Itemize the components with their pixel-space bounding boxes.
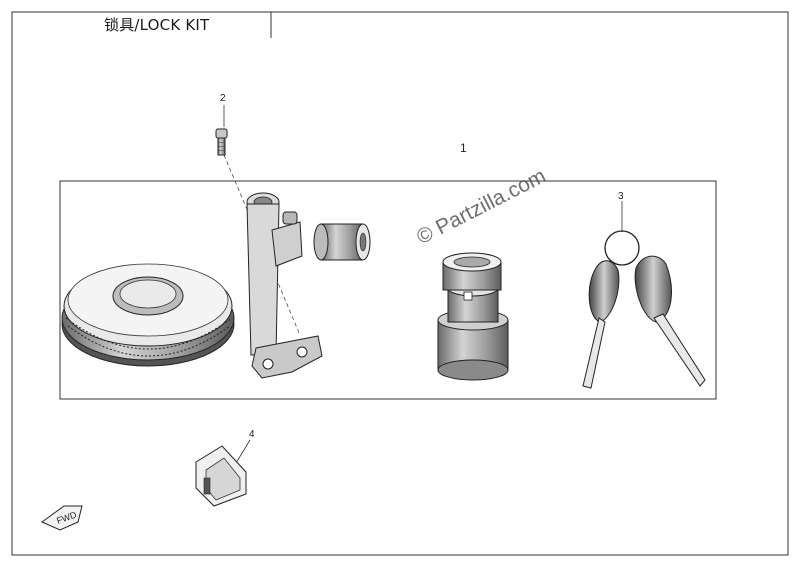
callout-4: 4: [249, 429, 255, 440]
leader-2-axis: [223, 154, 301, 336]
callout-2: 2: [220, 93, 226, 104]
ignition-switch: [437, 252, 509, 381]
page-border: [11, 11, 789, 556]
fuel-cap-ring: [61, 263, 235, 367]
callout-3: 3: [618, 191, 624, 202]
clip-part: [195, 445, 247, 507]
callout-1: 1: [460, 141, 467, 155]
key-set: [582, 230, 706, 389]
kit-frame: [59, 180, 717, 400]
lock-cylinder-small: [313, 223, 371, 261]
steering-lock-bracket: [246, 192, 323, 379]
fwd-arrow: FWD: [41, 505, 83, 531]
page-title: 锁具/LOCK KIT: [104, 16, 210, 34]
screw-part: [215, 128, 228, 156]
